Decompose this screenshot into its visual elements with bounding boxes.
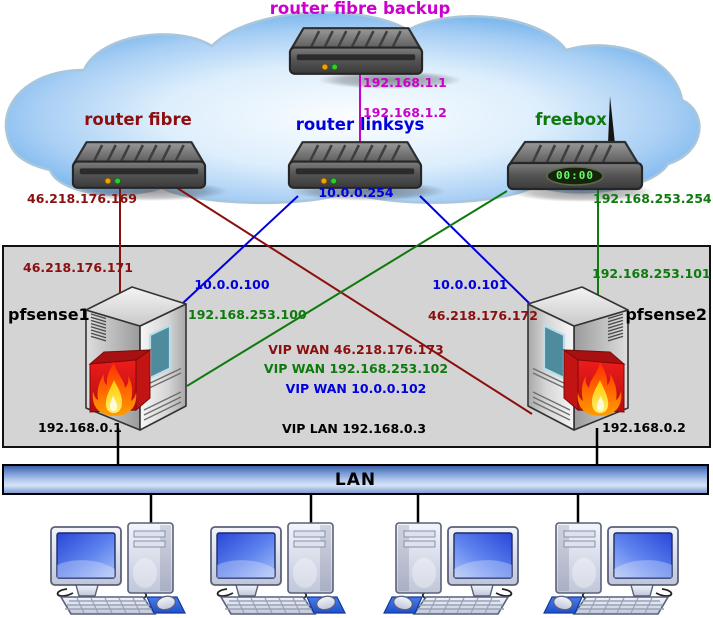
firewall-server-icon [524, 280, 636, 432]
router-fibre-ip: 46.218.176.169 [27, 191, 137, 206]
vip-lan-label: VIP LAN 192.168.0.3 [281, 421, 427, 436]
router-fibre-device [71, 139, 207, 190]
router-icon [287, 139, 423, 190]
pfsense1-device [78, 280, 190, 432]
freebox-display-value: 00:00 [555, 169, 595, 182]
pfsense2-device [524, 280, 636, 432]
router-fibre-backup-label: router fibre backup [269, 0, 451, 18]
pfsense1-wan-linksys-ip: 10.0.0.100 [194, 277, 270, 292]
pfsense1-label: pfsense1 [8, 305, 90, 324]
workstation-icon [381, 517, 526, 617]
firewall-server-icon [78, 280, 190, 432]
pfsense2-wan-fibre-ip: 46.218.176.172 [428, 308, 538, 323]
pfsense1-wan-freebox-ip: 192.168.253.100 [188, 307, 307, 322]
pfsense2-label: pfsense2 [625, 305, 707, 324]
router-shadow [318, 71, 462, 89]
workstation-4 [541, 517, 686, 617]
workstation-icon [203, 517, 348, 617]
workstation-2 [203, 517, 348, 617]
pfsense2-wan-freebox-ip: 192.168.253.101 [592, 266, 711, 281]
backup-upper-ip: 192.168.1.1 [363, 75, 447, 90]
router-fibre-label: router fibre [84, 110, 192, 129]
lan-label: LAN [334, 469, 377, 490]
freebox-label: freebox [535, 110, 607, 129]
pfsense2-wan-linksys-ip: 10.0.0.101 [432, 277, 508, 292]
router-linksys-label: router linksys [295, 115, 425, 134]
workstation-1 [43, 517, 188, 617]
workstation-3 [381, 517, 526, 617]
router-fibre-backup-device [288, 25, 424, 76]
pfsense1-wan-fibre-ip: 46.218.176.171 [23, 260, 133, 275]
vip-wan-freebox-label: VIP WAN 192.168.253.102 [263, 361, 449, 376]
router-linksys-ip: 10.0.0.254 [318, 185, 394, 200]
pfsense2-lan-ip: 192.168.0.2 [602, 420, 686, 435]
router-linksys-device [287, 139, 423, 190]
workstation-icon [43, 517, 188, 617]
vip-wan-linksys-label: VIP WAN 10.0.0.102 [285, 381, 427, 396]
freebox-ip: 192.168.253.254 [593, 191, 712, 206]
backup-lower-ip: 192.168.1.2 [363, 105, 447, 120]
workstation-icon [541, 517, 686, 617]
lan-bus-bar: LAN [2, 464, 709, 495]
router-icon [71, 139, 207, 190]
vip-wan-fibre-label: VIP WAN 46.218.176.173 [268, 342, 444, 357]
pfsense1-lan-ip: 192.168.0.1 [38, 420, 122, 435]
router-icon [288, 25, 424, 76]
